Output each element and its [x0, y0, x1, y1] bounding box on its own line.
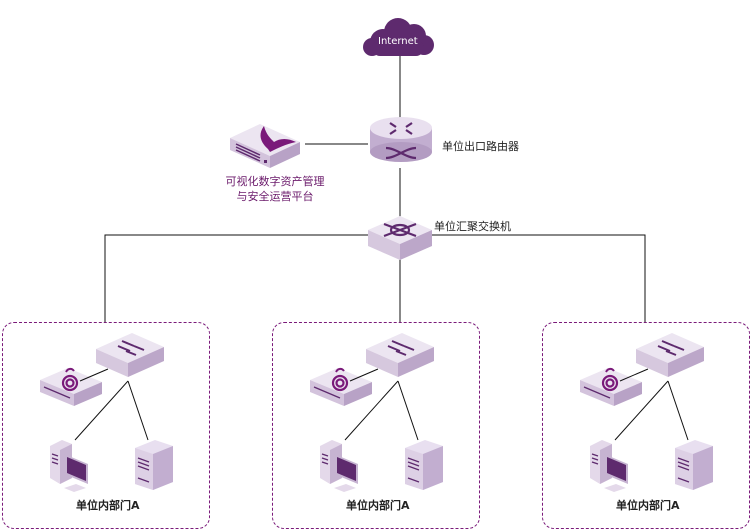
security-platform-icon[interactable] [230, 124, 300, 168]
router-icon[interactable] [370, 117, 432, 162]
platform-label-line1: 可视化数字资产管理 [225, 175, 325, 188]
department-group-3[interactable] [542, 322, 750, 529]
department-label: 单位内部门A [616, 499, 680, 512]
department-label: 单位内部门A [76, 499, 140, 512]
server-icon[interactable] [135, 440, 173, 490]
access-switch-icon[interactable] [96, 333, 164, 377]
probe-appliance-icon[interactable] [40, 367, 102, 406]
link-core-dept3 [432, 234, 646, 322]
department-group-2[interactable] [272, 322, 480, 529]
core-switch-icon[interactable] [368, 216, 432, 260]
department-group-1[interactable] [2, 322, 210, 529]
link-switch-workstation [74, 380, 129, 441]
internet-label: Internet [378, 36, 418, 47]
internet-cloud-icon[interactable] [363, 18, 434, 56]
router-label: 单位出口路由器 [442, 140, 519, 153]
department-label: 单位内部门A [346, 499, 410, 512]
core-switch-label: 单位汇聚交换机 [434, 220, 511, 233]
department-devices [40, 333, 173, 492]
links [104, 55, 646, 322]
link-switch-probe [79, 368, 109, 382]
link-switch-server [127, 380, 149, 441]
platform-label-line2: 与安全运营平台 [236, 190, 314, 203]
link-core-dept1 [104, 234, 368, 322]
workstation-icon[interactable] [50, 440, 88, 492]
